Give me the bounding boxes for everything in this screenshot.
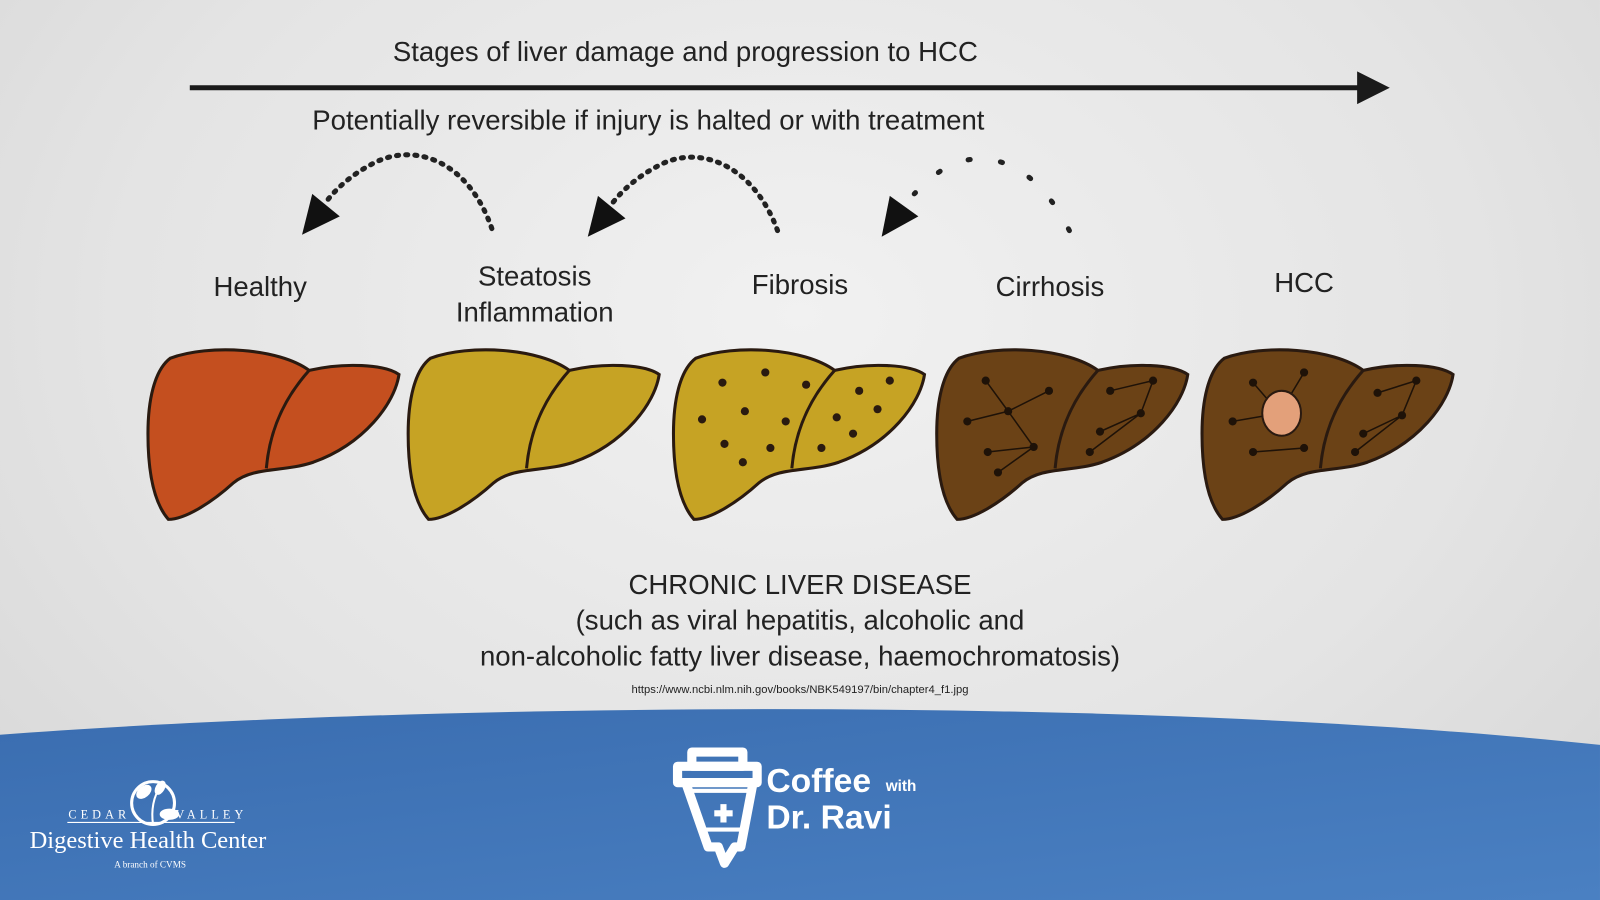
liver-healthy <box>146 348 401 521</box>
tree-logo-icon <box>130 780 180 827</box>
logo-cedar: CEDAR <box>68 807 131 822</box>
stage-label-steatosis-line1: Steatosis <box>478 261 592 292</box>
diagram-title: Stages of liver damage and progression t… <box>392 36 978 68</box>
reversal-arrows <box>321 152 1072 234</box>
coffee-cup-icon <box>672 747 762 868</box>
tumor <box>1261 389 1303 437</box>
reverse-arrow-1 <box>321 152 495 232</box>
source-link[interactable]: https://www.ncbi.nlm.nih.gov/books/NBK54… <box>631 683 969 696</box>
stage-label-cirrhosis: Cirrhosis <box>995 271 1105 303</box>
show-title-coffee: Coffee <box>766 761 872 799</box>
caption-heading: CHRONIC LIVER DISEASE <box>628 569 972 600</box>
arrow-head <box>1357 71 1390 105</box>
caption-line3: non-alcoholic fatty liver disease, haemo… <box>479 640 1121 672</box>
liver-hcc <box>1200 348 1455 521</box>
stage-label-fibrosis: Fibrosis <box>751 269 849 300</box>
arrowhead-3 <box>881 195 919 237</box>
logo-valley: VALLEY <box>175 807 248 822</box>
reverse-arrow-2 <box>607 154 781 234</box>
liver-cirrhosis <box>935 348 1190 521</box>
diagram-subtitle: Potentially reversible if injury is halt… <box>312 105 985 136</box>
liver-fibrosis <box>671 348 927 521</box>
logo-name: Digestive Health Center <box>29 827 267 855</box>
reverse-arrow-3 <box>911 156 1072 234</box>
show-title-with: with <box>885 777 917 795</box>
show-host: Dr. Ravi <box>766 797 892 836</box>
liver-steatosis <box>406 348 661 521</box>
arrowhead-1 <box>302 193 340 235</box>
arrowhead-2 <box>587 195 626 237</box>
footer-band <box>0 709 1600 900</box>
stage-label-hcc: HCC <box>1274 267 1334 298</box>
logo-tagline: A branch of CVMS <box>114 859 186 870</box>
stage-label-healthy: Healthy <box>213 271 307 303</box>
stage-label-steatosis-line2: Inflammation <box>455 296 614 328</box>
caption-line2: (such as viral hepatitis, alcoholic and <box>575 605 1025 636</box>
stage-label-steatosis: Steatosis Inflammation <box>422 259 646 330</box>
